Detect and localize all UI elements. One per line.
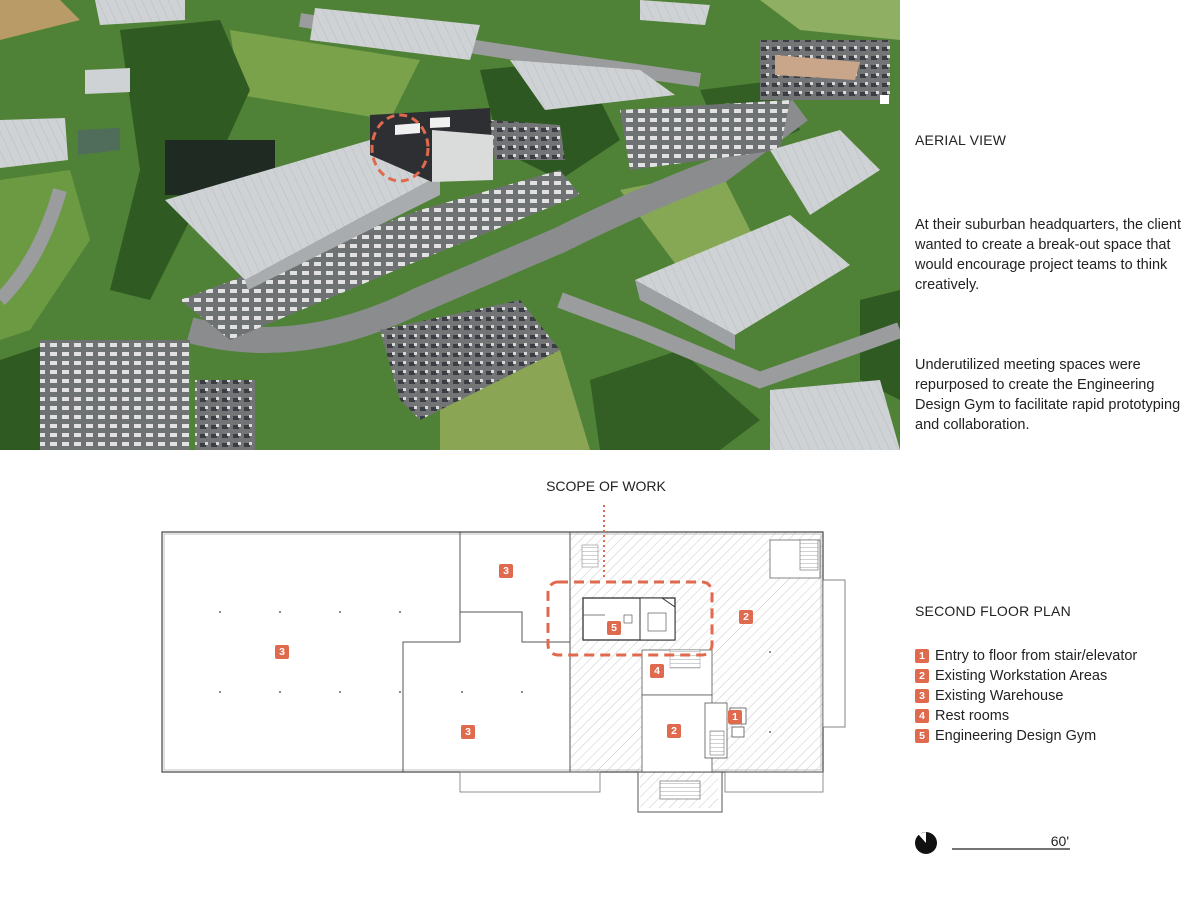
legend-item-entry: 1 Entry to floor from stair/elevator: [915, 646, 1185, 666]
legend-item-warehouse: 3 Existing Warehouse: [915, 686, 1185, 706]
legend-text: Existing Warehouse: [935, 688, 1064, 704]
plan-badge-5-design-gym: 5: [607, 621, 621, 635]
north-arrow-icon: [915, 832, 937, 854]
plan-badge-3-warehouse-left: 3: [275, 645, 289, 659]
plan-badge-2-workstations-bottom: 2: [667, 724, 681, 738]
legend-text: Rest rooms: [935, 708, 1010, 724]
legend-badge: 4: [915, 709, 929, 723]
plan-badge-3-warehouse-top: 3: [499, 564, 513, 578]
legend-item-design-gym: 5 Engineering Design Gym: [915, 726, 1185, 746]
plan-badge-3-warehouse-bottom: 3: [461, 725, 475, 739]
legend-item-restrooms: 4 Rest rooms: [915, 706, 1185, 726]
scope-of-work-label: SCOPE OF WORK: [546, 478, 666, 494]
second-floor-plan: [161, 505, 846, 813]
second-floor-plan-heading: SECOND FLOOR PLAN: [915, 603, 1071, 619]
legend-text: Engineering Design Gym: [935, 728, 1097, 744]
design-gym-paragraph: Underutilized meeting spaces were repurp…: [915, 357, 1181, 433]
plan-badge-4-restrooms: 4: [650, 664, 664, 678]
legend-text: Entry to floor from stair/elevator: [935, 648, 1138, 664]
plan-badge-1-entry: 1: [728, 710, 742, 724]
scope-of-work-outline: [546, 580, 714, 657]
legend-badge: 2: [915, 669, 929, 683]
plan-legend: 1 Entry to floor from stair/elevator 2 E…: [915, 646, 1185, 746]
north-arrow-and-scale: 60': [915, 832, 1070, 854]
legend-badge: 1: [915, 649, 929, 663]
aerial-view-heading: AERIAL VIEW: [915, 132, 1007, 148]
legend-badge: 3: [915, 689, 929, 703]
legend-item-workstations: 2 Existing Workstation Areas: [915, 666, 1185, 686]
intro-paragraph: At their suburban headquarters, the clie…: [915, 217, 1181, 293]
legend-badge: 5: [915, 729, 929, 743]
aerial-photo: [0, 0, 900, 450]
plan-badge-2-workstations-right: 2: [739, 610, 753, 624]
scale-label: 60': [1051, 833, 1069, 849]
legend-text: Existing Workstation Areas: [935, 668, 1108, 684]
